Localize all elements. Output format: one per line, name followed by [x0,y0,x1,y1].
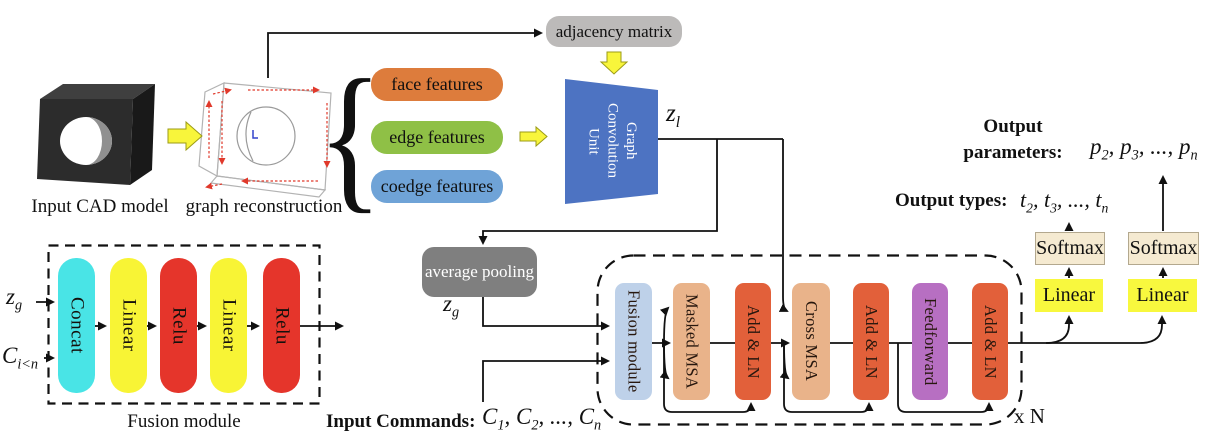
decoder-dashed-box [596,254,1023,426]
z-g-fusion-label: zg [6,284,23,314]
face-features-node: face features [371,68,503,101]
connectors [36,28,1168,413]
gcu-trapezoid [565,79,658,204]
features-to-gcu-arrow [519,125,548,148]
output-types-sequence: t2, t3, ..., tn [1020,187,1109,216]
input-commands-sequence: C1, C2, ..., Cn [482,404,602,434]
fusion-module-caption: Fusion module [127,411,241,432]
masked-msa-block: Masked MSA [673,283,710,400]
cad-to-graph-arrow [167,120,203,152]
gcu-node: Graph Convolution Unit [567,82,657,200]
linear-pill-1: Linear [110,258,147,393]
average-pooling-node: average pooling [422,247,537,297]
output-parameters-label: Output parameters: [963,116,1063,163]
graph-reconstruction-drawing [198,82,332,198]
add-ln-block-3: Add & LN [972,283,1008,400]
input-commands-label: Input Commands: [326,411,476,432]
linear-pill-2: Linear [210,258,247,393]
input-cad-caption: Input CAD model [31,196,169,217]
c-subset-label: Ci<n [2,343,39,373]
relu-pill-1: Relu [160,258,197,393]
z-g-pooling-label: zg [443,291,460,321]
graph-reconstruction-caption: graph reconstruction [185,196,343,217]
output-types-label: Output types: [895,190,1008,211]
relu-pill-2: Relu [263,258,300,393]
softmax-head-params: Softmax [1128,232,1199,265]
gcu-line-1: Graph [623,122,640,160]
feedforward-block: Feedforward [912,283,948,400]
gcu-line-2: Convolution [604,103,621,179]
decoder-fusion-module: Fusion module [615,283,652,400]
coedge-features-node: coedge features [371,170,503,203]
softmax-head-types: Softmax [1035,232,1105,265]
output-parameters-sequence: p2, p3, ..., pn [1090,134,1198,164]
edge-features-node: edge features [371,121,503,154]
linear-head-types: Linear [1035,279,1103,312]
adjacency-matrix-node: adjacency matrix [546,16,682,47]
repeat-n-label: x N [1014,404,1045,428]
add-ln-block-1: Add & LN [735,283,771,400]
cad-model-drawing [37,84,155,185]
adjacency-to-gcu-arrow [599,51,629,75]
axis-mark [252,130,258,139]
reconstruction-edge-arrows [205,86,331,190]
fusion-module-dashed-box [47,244,321,405]
z-l-label: zl [666,100,681,131]
linear-head-params: Linear [1128,279,1197,312]
cross-msa-block: Cross MSA [792,283,830,400]
concat-pill: Concat [58,258,95,393]
gcu-line-3: Unit [585,127,602,155]
add-ln-block-2: Add & LN [853,283,889,400]
yellow-block-arrows [167,51,629,152]
